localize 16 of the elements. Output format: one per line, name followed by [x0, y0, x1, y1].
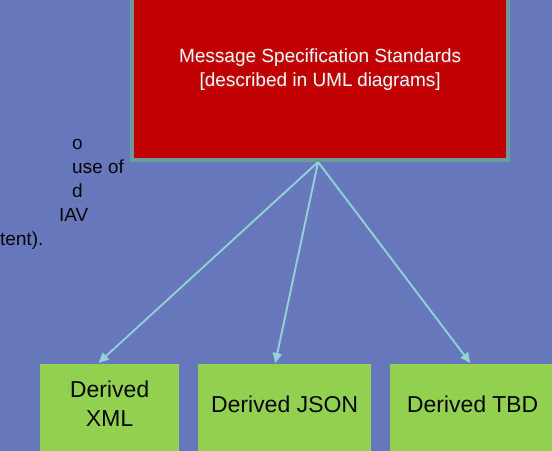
paragraph-fragment: o [72, 133, 83, 155]
box-label: Derived TBD [406, 390, 538, 418]
box-label: Derived XML [68, 375, 150, 433]
arrow [98, 161, 319, 363]
process-box [130, 0, 510, 162]
paragraph-fragment: IAV [59, 205, 88, 227]
arrow [272, 162, 320, 363]
output-box [40, 364, 179, 451]
paragraph-fragment: tent). [0, 229, 44, 251]
box-label: Message Specification Standards [described in UML diagrams] [178, 45, 462, 93]
output-box [198, 364, 371, 451]
paragraph-fragment: use of [72, 157, 124, 179]
arrow [317, 161, 470, 363]
output-box [390, 364, 552, 451]
paragraph-fragment: d [72, 181, 83, 203]
box-label: Derived JSON [211, 390, 358, 418]
